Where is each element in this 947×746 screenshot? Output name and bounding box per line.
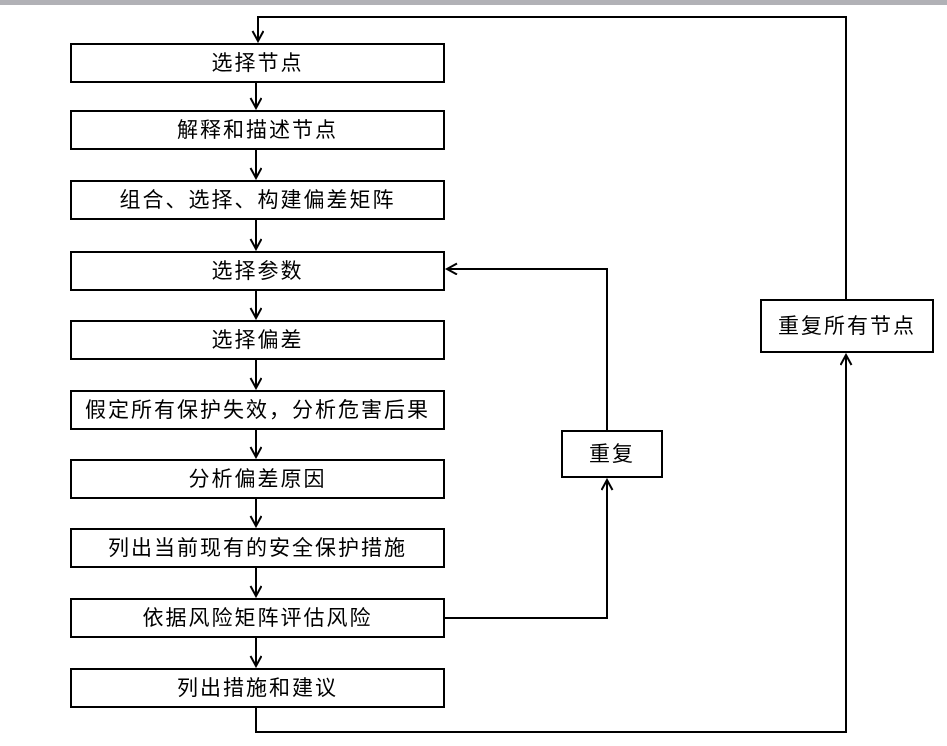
edge-repeat-to-select-parameter	[447, 269, 608, 430]
flow-node-label: 列出措施和建议	[177, 675, 338, 700]
flow-node-label: 选择偏差	[211, 327, 304, 352]
flow-node-label: 重复	[589, 441, 635, 466]
flow-node-label: 假定所有保护失效，分析危害后果	[85, 397, 430, 422]
flow-node-label: 组合、选择、构建偏差矩阵	[119, 187, 396, 212]
flow-node-analyze-deviation-cause: 分析偏差原因	[70, 459, 445, 499]
flow-node-repeat-all-nodes: 重复所有节点	[760, 299, 934, 353]
flow-node-list-current-safeguards: 列出当前现有的安全保护措施	[70, 528, 445, 568]
flow-node-label: 解释和描述节点	[177, 117, 338, 142]
flow-node-select-deviation: 选择偏差	[70, 320, 445, 360]
flow-node-list-recommendations: 列出措施和建议	[70, 668, 445, 708]
flow-node-build-deviation-matrix: 组合、选择、构建偏差矩阵	[70, 180, 445, 220]
flow-node-label: 分析偏差原因	[188, 466, 327, 491]
flow-node-select-parameter: 选择参数	[70, 251, 445, 291]
edge-recommendations-to-repeat-all-nodes	[255, 355, 846, 733]
flow-node-label: 依据风险矩阵评估风险	[142, 605, 373, 630]
edge-assess-risk-to-repeat	[444, 480, 607, 619]
flow-node-label: 选择参数	[211, 258, 304, 283]
flow-node-select-node: 选择节点	[70, 43, 445, 83]
flow-node-repeat: 重复	[561, 430, 663, 478]
flow-node-label: 列出当前现有的安全保护措施	[108, 535, 407, 560]
top-divider-bar	[0, 0, 947, 5]
flow-node-label: 重复所有节点	[778, 313, 916, 338]
flow-node-describe-node: 解释和描述节点	[70, 110, 445, 150]
flow-node-label: 选择节点	[211, 50, 304, 75]
flow-node-assume-protection-failure: 假定所有保护失效，分析危害后果	[70, 390, 445, 430]
flow-node-assess-risk-matrix: 依据风险矩阵评估风险	[70, 598, 445, 638]
edge-repeat-all-nodes-to-select-node	[258, 16, 847, 299]
